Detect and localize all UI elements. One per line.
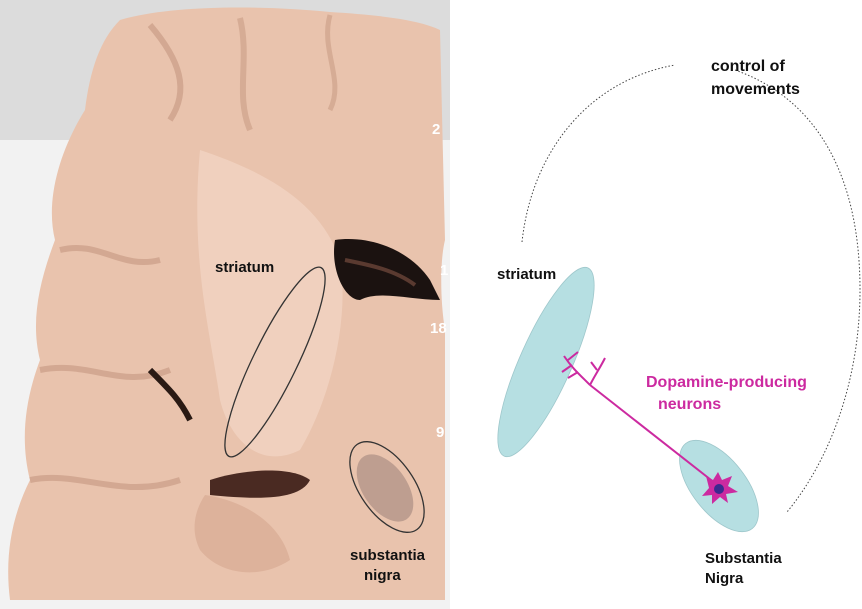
edge-number-2: 1 [440, 262, 448, 280]
dopamine-pathway-diagram: control of movements striatum Dopamine-p… [450, 0, 862, 609]
edge-number-3: 18 [430, 320, 447, 338]
photo-nigra-label: nigra [364, 567, 401, 585]
control-label-line2: movements [711, 80, 800, 99]
brain-section-photo: striatum substantia nigra 2 1 18 9 [0, 0, 450, 609]
photo-substantia-label: substantia [350, 547, 425, 565]
photo-striatum-label: striatum [215, 259, 274, 277]
substantia-label-line2: Nigra [705, 570, 743, 588]
edge-number-4: 9 [436, 424, 444, 442]
control-label-line1: control of [711, 57, 785, 76]
brain-section-image [0, 0, 450, 609]
edge-number-1: 2 [432, 121, 440, 139]
dopamine-label-line1: Dopamine-producing [646, 373, 807, 392]
substantia-label-line1: Substantia [705, 550, 782, 568]
dopamine-label-line2: neurons [658, 395, 721, 414]
neuron-nucleus [714, 484, 724, 494]
diagram-striatum-label: striatum [497, 266, 556, 284]
pathway-schematic [450, 0, 862, 609]
